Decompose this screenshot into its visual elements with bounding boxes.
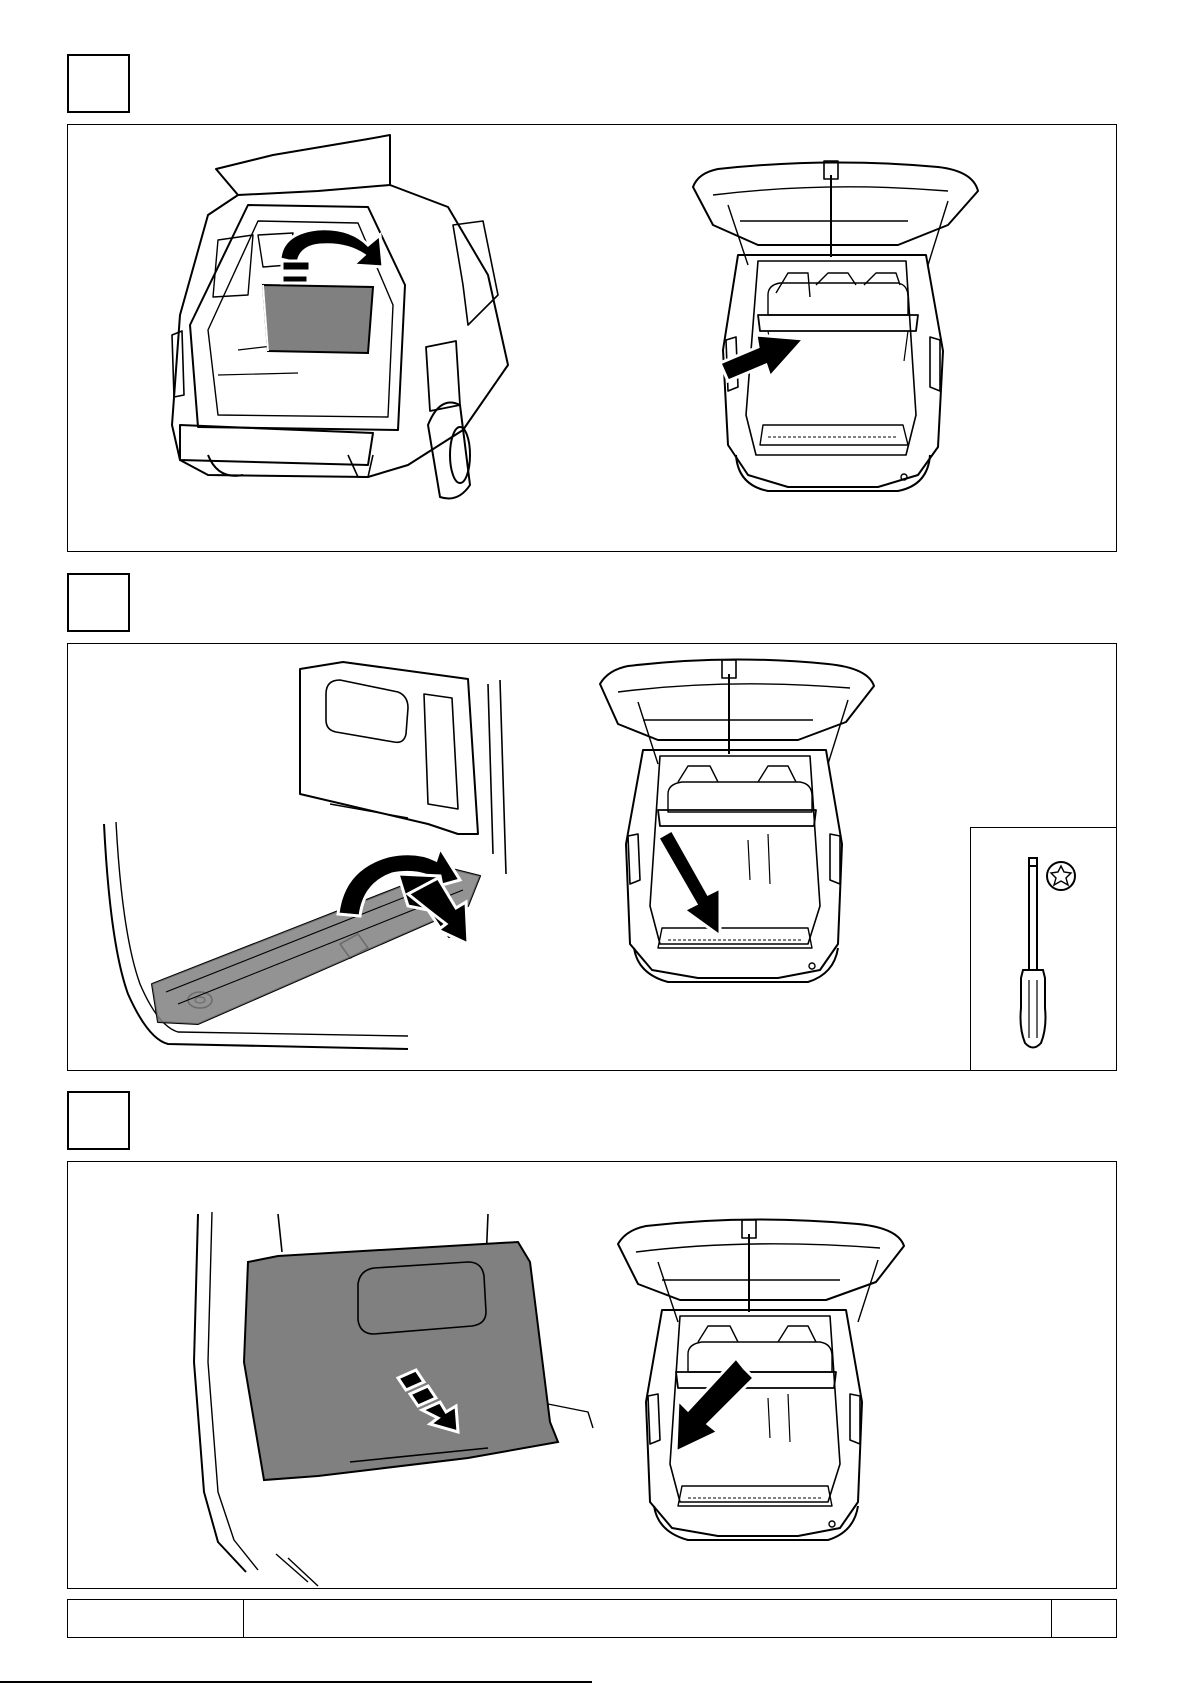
footer-center-cell [244,1600,1052,1637]
footer-left-cell [68,1600,244,1637]
step-1-number [69,56,128,111]
bottom-rule [0,1681,592,1683]
step-3-number [69,1093,128,1148]
arrow-down-icon [658,830,720,936]
step-2-number [69,575,128,630]
footer-page-cell [1052,1600,1116,1637]
step-3-panel [67,1161,1117,1589]
van-rear-cover-illustration [68,125,1117,552]
tool-box [970,827,1117,1071]
step-3-number-box [67,1091,130,1150]
step-2-panel [67,643,1117,1071]
step-1-panel [67,124,1117,552]
step-1-number-box [67,54,130,113]
footer-bar [67,1599,1117,1638]
van-rear-step2-illustration [68,644,1117,1071]
torx-screwdriver-icon [971,828,1117,1071]
van-rear-step3-illustration [68,1162,1117,1589]
arrow-right-icon [720,335,804,381]
step-2-number-box [67,573,130,632]
